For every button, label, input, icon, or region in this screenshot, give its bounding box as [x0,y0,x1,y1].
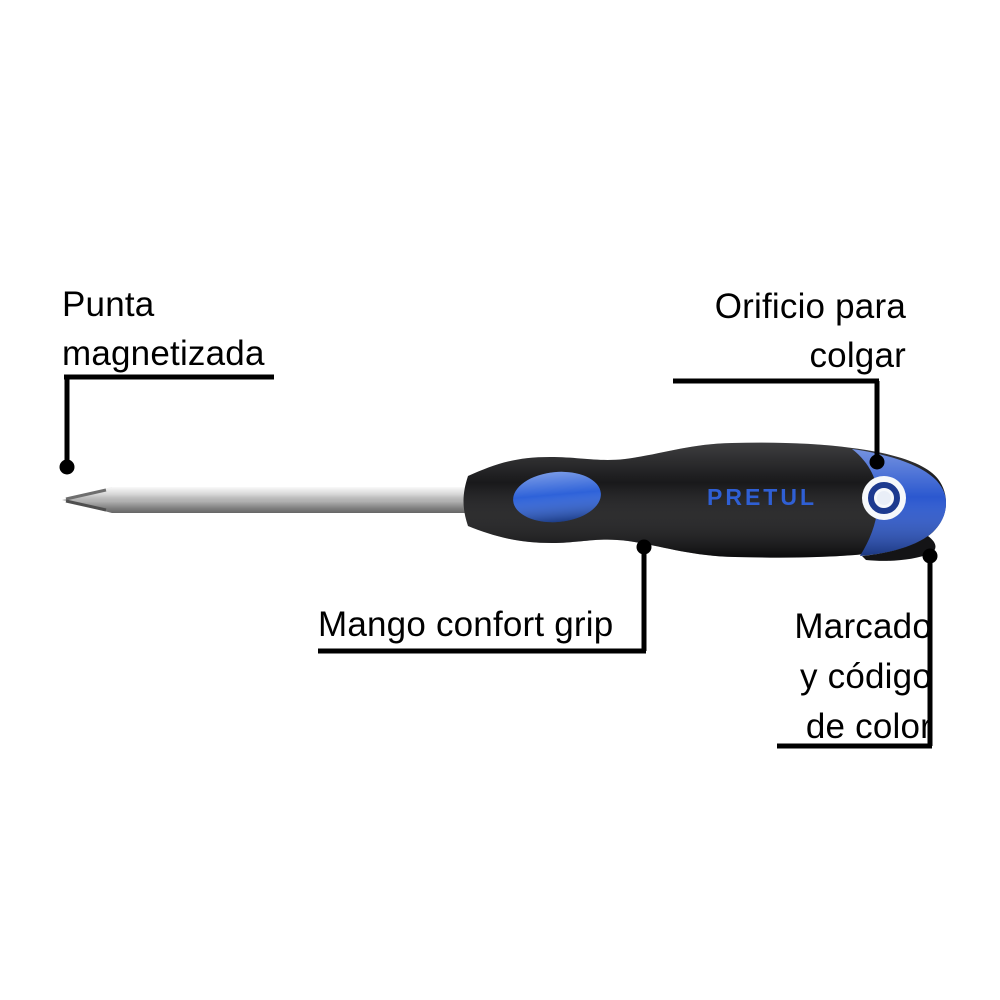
brand-text: PRETUL [707,484,817,510]
end-cap-black-wedge [862,536,936,561]
label-mango-confort-grip: Mango confort grip [318,605,614,644]
label-punta-magnetizada: Punta magnetizada [62,285,265,373]
callout-lines [59,374,938,749]
callout-line-mango [318,551,647,654]
hole-center [877,491,891,505]
callout-dot-marcado [922,548,938,564]
hanging-hole [862,476,906,520]
callout-line-orificio [673,378,880,458]
callout-dot-mango [636,539,652,555]
label-marcado-codigo-color: Marcado y código de color [794,607,932,746]
callout-dot-orificio [869,454,885,470]
callout-dot-punta [59,459,75,475]
label-orificio-para-colgar: Orificio para colgar [714,287,906,375]
hole-inner-ring [868,482,900,514]
tip-flute [65,499,107,512]
screwdriver-tip [65,488,107,501]
callout-line-marcado [777,560,933,749]
screwdriver-shaft [62,487,478,513]
shaft-shading [62,487,478,513]
callout-line-punta [64,374,274,463]
screwdriver-handle: PRETUL [463,442,946,561]
